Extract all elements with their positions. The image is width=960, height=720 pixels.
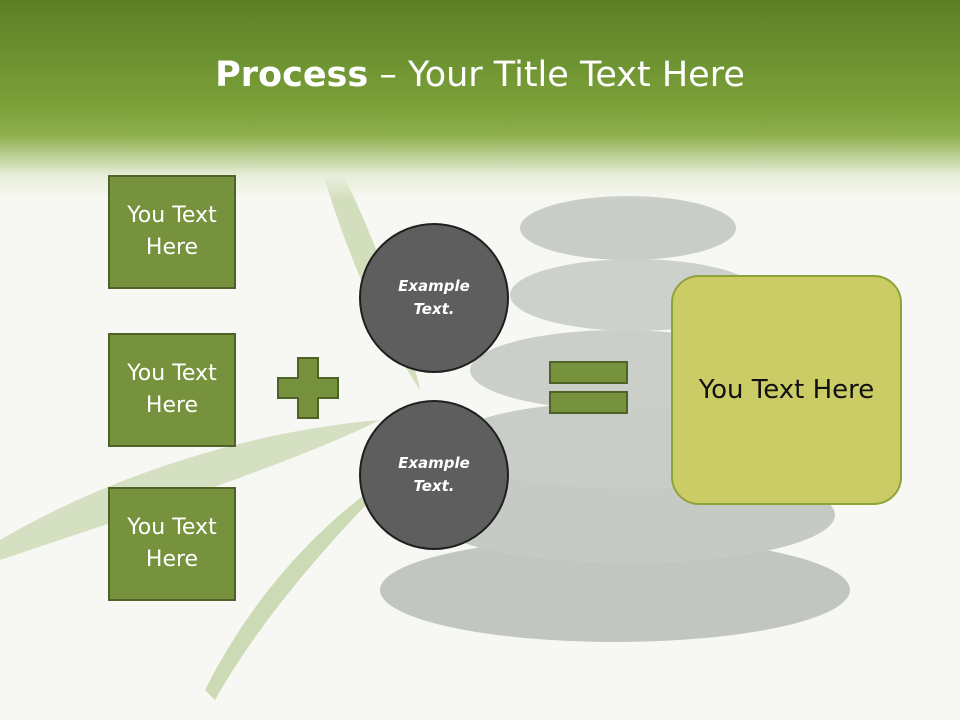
- equals-icon: [549, 361, 628, 414]
- result-box: You Text Here: [671, 275, 902, 505]
- example-circle-2-label: Example Text.: [398, 454, 470, 495]
- plus-icon: [277, 357, 339, 419]
- slide-title: Process – Your Title Text Here: [0, 52, 960, 98]
- example-circle-2: Example Text.: [359, 400, 509, 550]
- example-circle-1: Example Text.: [359, 223, 509, 373]
- input-box-1: You Text Here: [108, 175, 236, 289]
- title-bar: [0, 0, 960, 200]
- input-box-3: You Text Here: [108, 487, 236, 601]
- example-circle-1-label: Example Text.: [398, 277, 470, 318]
- title-rest: – Your Title Text Here: [368, 55, 745, 95]
- title-bold: Process: [215, 55, 369, 95]
- input-box-2: You Text Here: [108, 333, 236, 447]
